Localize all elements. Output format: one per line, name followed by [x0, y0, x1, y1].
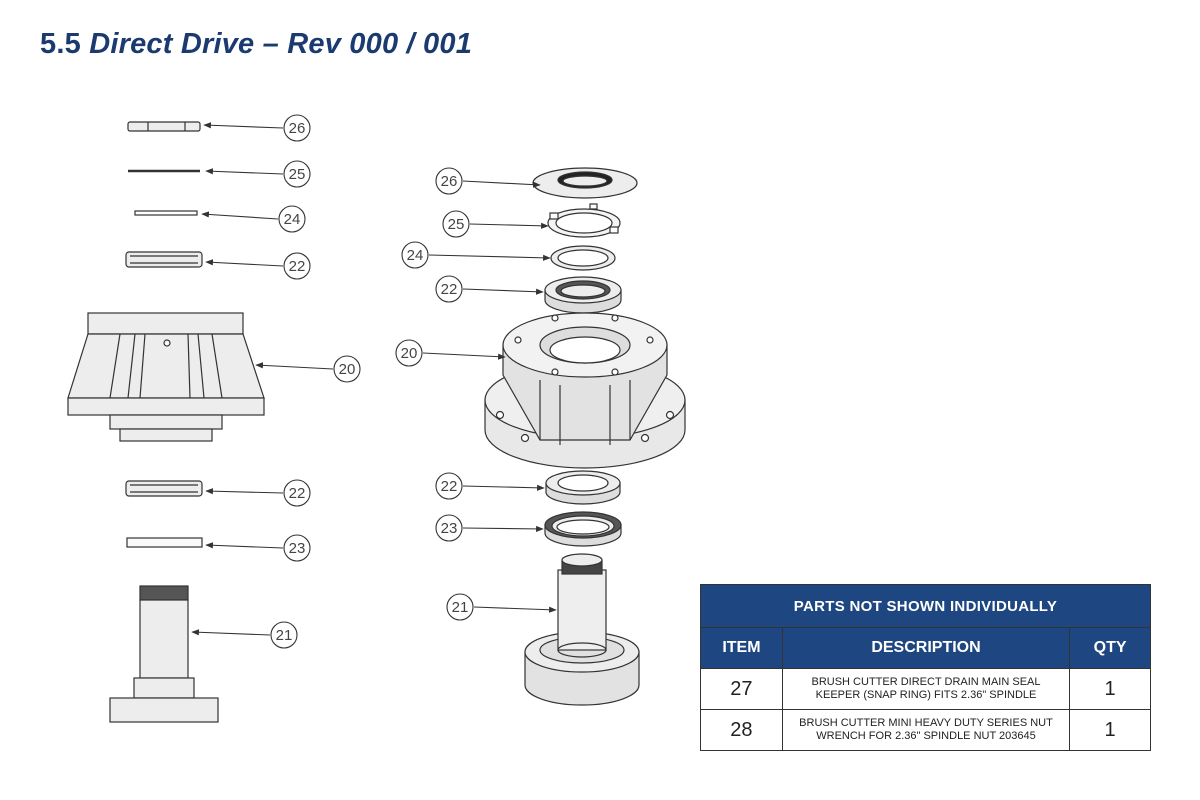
iso-view-leaders — [422, 180, 557, 613]
item-description: BRUSH CUTTER DIRECT DRAIN MAIN SEAL KEEP… — [781, 668, 1071, 710]
svg-text:25: 25 — [448, 216, 465, 233]
svg-text:24: 24 — [284, 211, 301, 228]
callout-21-iso: 21 — [446, 593, 474, 621]
svg-text:23: 23 — [289, 540, 306, 557]
callout-22-side-lower: 22 — [283, 479, 311, 507]
description-line: BRUSH CUTTER DIRECT DRAIN MAIN SEAL — [811, 676, 1041, 688]
svg-text:22: 22 — [289, 258, 306, 275]
svg-text:26: 26 — [441, 173, 458, 190]
svg-text:22: 22 — [289, 485, 306, 502]
svg-text:26: 26 — [289, 120, 306, 137]
part-22-bearing-iso-lower — [545, 470, 621, 505]
section-title: Direct Drive – Rev 000 / 001 — [89, 28, 473, 60]
svg-text:20: 20 — [401, 345, 418, 362]
item-qty: 1 — [1069, 668, 1151, 710]
svg-text:20: 20 — [339, 361, 356, 378]
part-26-nut-side — [127, 121, 201, 132]
part-23-seal-iso — [544, 511, 622, 547]
parts-not-shown-table: PARTS NOT SHOWN INDIVIDUALLY ITEM DESCRI… — [700, 584, 1151, 751]
callout-23-iso: 23 — [435, 514, 463, 542]
part-26-nut-iso — [532, 167, 638, 199]
part-24-seal-side — [134, 210, 198, 216]
description-line: WRENCH FOR 2.36" SPINDLE NUT 203645 — [816, 730, 1036, 742]
item-qty: 1 — [1069, 709, 1151, 751]
callout-24-iso: 24 — [401, 241, 429, 269]
callout-25-side: 25 — [283, 160, 311, 188]
side-view-callouts: 26 25 24 22 20 22 23 21 — [270, 114, 361, 649]
table-caption: PARTS NOT SHOWN INDIVIDUALLY — [700, 584, 1151, 628]
part-21-spindle-side — [109, 585, 219, 723]
part-22-bearing-iso-upper — [544, 276, 622, 314]
item-number: 28 — [700, 709, 783, 751]
svg-text:23: 23 — [441, 520, 458, 537]
callout-26-side: 26 — [283, 114, 311, 142]
callout-23-side: 23 — [283, 534, 311, 562]
part-22-bearing-side-upper — [125, 251, 203, 268]
item-number: 27 — [700, 668, 783, 710]
svg-text:21: 21 — [452, 599, 469, 616]
callout-20-side: 20 — [333, 355, 361, 383]
callout-26-iso: 26 — [435, 167, 463, 195]
svg-text:24: 24 — [407, 247, 424, 264]
callout-21-side: 21 — [270, 621, 298, 649]
part-24-seal-iso — [550, 245, 616, 271]
table-row: 27 BRUSH CUTTER DIRECT DRAIN MAIN SEAL K… — [700, 668, 1151, 710]
part-25-washer-iso — [547, 203, 621, 238]
callout-24-side: 24 — [278, 205, 306, 233]
svg-text:21: 21 — [276, 627, 293, 644]
part-20-housing-side — [67, 312, 265, 442]
callout-20-iso: 20 — [395, 339, 423, 367]
page-title: 5.5 Direct Drive – Rev 000 / 001 — [40, 28, 472, 61]
svg-text:25: 25 — [289, 166, 306, 183]
callout-22-side-upper: 22 — [283, 252, 311, 280]
callout-22-iso-upper: 22 — [435, 275, 463, 303]
svg-text:22: 22 — [441, 281, 458, 298]
item-description: BRUSH CUTTER MINI HEAVY DUTY SERIES NUT … — [781, 709, 1071, 751]
part-22-bearing-side-lower — [125, 480, 203, 497]
callout-25-iso: 25 — [442, 210, 470, 238]
iso-view-callouts: 26 25 24 22 20 22 23 21 — [395, 167, 474, 621]
part-20-housing-iso — [484, 312, 686, 469]
svg-text:22: 22 — [441, 478, 458, 495]
iso-view-parts — [484, 167, 686, 706]
side-view-parts — [67, 121, 265, 723]
description-line: KEEPER (SNAP RING) FITS 2.36" SPINDLE — [815, 689, 1037, 701]
column-header-item: ITEM — [700, 627, 783, 669]
part-21-spindle-iso — [524, 553, 640, 706]
column-header-qty: QTY — [1069, 627, 1151, 669]
side-view-leaders — [191, 122, 334, 636]
column-header-description: DESCRIPTION — [781, 627, 1071, 669]
callout-22-iso-lower: 22 — [435, 472, 463, 500]
table-row: 28 BRUSH CUTTER MINI HEAVY DUTY SERIES N… — [700, 709, 1151, 751]
part-23-seal-side — [126, 537, 203, 548]
section-number: 5.5 — [40, 28, 81, 60]
description-line: BRUSH CUTTER MINI HEAVY DUTY SERIES NUT — [799, 717, 1053, 729]
